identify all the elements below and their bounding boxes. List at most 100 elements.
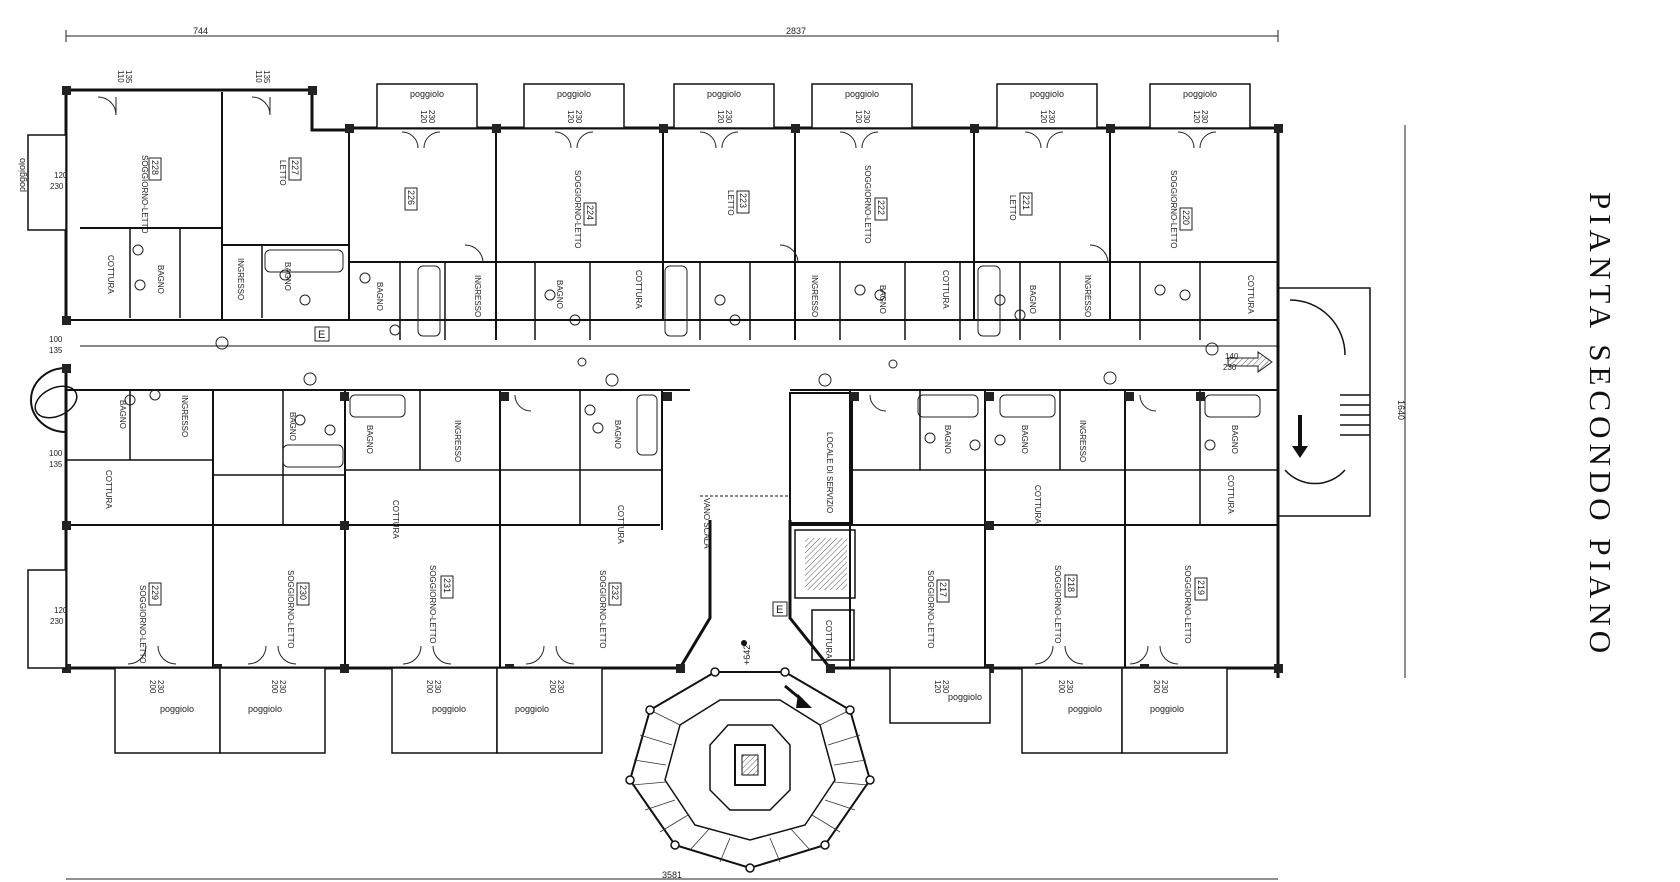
room-label: COTTURA [634, 270, 643, 309]
room-label: LETTO [278, 160, 287, 186]
unit-number: 219 [1196, 580, 1206, 595]
room-label: BAGNO [365, 425, 374, 454]
room-label: COTTURA [616, 505, 625, 544]
elevator-marker: E [776, 604, 783, 616]
svg-text:120: 120 [54, 171, 68, 180]
level-label: +642 [742, 645, 752, 665]
tower-stair-treads [631, 709, 869, 863]
svg-text:200: 200 [548, 680, 557, 694]
svg-text:135: 135 [49, 346, 63, 355]
north-room-labels: SOGGIORNO-LETTO LETTO SOGGIORNO-LETTO LE… [106, 155, 1255, 317]
unit-number: 230 [298, 585, 308, 600]
dimension-top-total: 2837 [786, 26, 806, 36]
room-label: LETTO [726, 190, 735, 216]
elevator-marker: E [318, 329, 325, 341]
svg-text:230: 230 [50, 617, 64, 626]
left-bay-fixture [34, 385, 78, 419]
room-label: BAGNO [283, 262, 292, 291]
south-bath-partitions [66, 390, 1278, 525]
svg-text:200: 200 [425, 680, 434, 694]
unit-number: 222 [876, 200, 886, 215]
room-label: LETTO [1008, 195, 1017, 221]
svg-text:230: 230 [556, 680, 565, 694]
level-marker: +642 [741, 640, 752, 665]
room-label: INGRESSO [180, 395, 189, 437]
room-label: BAGNO [118, 400, 127, 429]
unit-number: 221 [1021, 195, 1031, 210]
room-label: BAGNO [943, 425, 952, 454]
unit-number: 226 [406, 190, 416, 205]
svg-text:140: 140 [1225, 352, 1239, 361]
svg-text:230: 230 [433, 680, 442, 694]
balcony-label: poggiolo [1183, 89, 1217, 99]
room-label: SOGGIORNO-LETTO [286, 570, 295, 649]
room-label: INGRESSO [810, 275, 819, 317]
unit-number: 231 [442, 578, 452, 593]
unit-number: 232 [610, 585, 620, 600]
svg-text:100: 100 [49, 449, 63, 458]
north-unit-labels: 228 227 226 224 223 222 221 220 [148, 157, 1193, 231]
svg-text:230: 230 [1065, 680, 1074, 694]
dimension-top-left: 744 [193, 26, 208, 36]
room-label: BAGNO [1230, 425, 1239, 454]
room-label: BAGNO [288, 412, 297, 441]
balcony-label: poggiolo [557, 89, 591, 99]
balcony-door-size-labels: 200 230 200 230 200 230 200 230 200 230 … [148, 680, 1169, 694]
unit-number: 228 [150, 160, 160, 175]
unit-number: 217 [938, 582, 948, 597]
room-label: SOGGIORNO-LETTO [1169, 170, 1178, 249]
unit-number: 220 [1181, 210, 1191, 225]
ceiling-lights [215, 336, 1219, 387]
svg-text:120: 120 [419, 110, 428, 124]
room-label: COTTURA [1033, 485, 1042, 524]
stair-arrow [1292, 415, 1308, 458]
svg-text:230: 230 [1160, 680, 1169, 694]
unit-number: 223 [738, 193, 748, 208]
room-label: BAGNO [1020, 425, 1029, 454]
room-label: INGRESSO [1078, 420, 1087, 462]
svg-text:120: 120 [1192, 110, 1201, 124]
balcony-label: poggiolo [160, 704, 194, 714]
south-room-labels: SOGGIORNO-LETTO SOGGIORNO-LETTO SOGGIORN… [104, 395, 1239, 664]
room-label: BAGNO [555, 280, 564, 309]
room-label: COTTURA [106, 255, 115, 294]
svg-text:120: 120 [566, 110, 575, 124]
svg-text:200: 200 [1057, 680, 1066, 694]
room-label: BAGNO [878, 285, 887, 314]
svg-text:230: 230 [1047, 110, 1056, 124]
window-size-labels: 110 135 110 135 [116, 70, 271, 84]
balcony-label: poggiolo [515, 704, 549, 714]
balcony-label: poggiolo [410, 89, 444, 99]
room-label: BAGNO [156, 265, 165, 294]
svg-text:120: 120 [854, 110, 863, 124]
svg-text:200: 200 [1152, 680, 1161, 694]
north-balcony-labels: poggiolo poggiolo poggiolo poggiolo pogg… [17, 89, 1217, 192]
room-label: SOGGIORNO-LETTO [863, 165, 872, 244]
svg-text:135: 135 [262, 70, 271, 84]
balcony-label: poggiolo [1068, 704, 1102, 714]
room-label: BAGNO [1028, 285, 1037, 314]
elevator-markers: E E [314, 326, 788, 617]
dimension-right-height: 1640 [1396, 400, 1406, 420]
side-opening-labels: 120 230 120 230 100 135 100 135 140 230 [49, 171, 1239, 626]
svg-text:200: 200 [148, 680, 157, 694]
svg-text:100: 100 [49, 335, 63, 344]
south-unit-labels: 229 230 231 232 217 218 219 [148, 574, 1208, 606]
left-bay [30, 367, 67, 433]
svg-text:200: 200 [270, 680, 279, 694]
unit-number: 227 [290, 160, 300, 175]
room-label: BAGNO [613, 420, 622, 449]
balcony-label: poggiolo [948, 692, 982, 702]
south-balconies [27, 569, 1228, 754]
room-label: COTTURA [1246, 275, 1255, 314]
room-label: COTTURA [104, 470, 113, 509]
svg-text:135: 135 [49, 460, 63, 469]
service-core [789, 392, 856, 661]
svg-text:230: 230 [278, 680, 287, 694]
balcony-label: poggiolo [1150, 704, 1184, 714]
plan-title: PIANTA SECONDO PIANO [1583, 192, 1618, 658]
door-size-labels: 120 230 120 230 120 230 120 230 120 230 … [419, 110, 1209, 694]
room-label: LOCALE DI SERVIZIO [825, 432, 834, 513]
bath-fixtures [124, 244, 1261, 468]
room-label: SOGGIORNO-LETTO [1053, 565, 1062, 644]
